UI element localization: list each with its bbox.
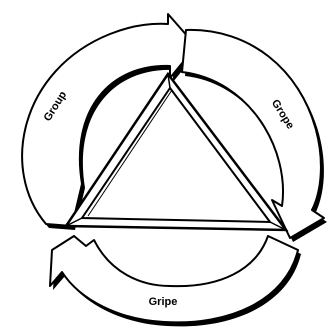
label-gripe: Gripe [149,296,178,308]
arrow-gripe [50,236,301,326]
